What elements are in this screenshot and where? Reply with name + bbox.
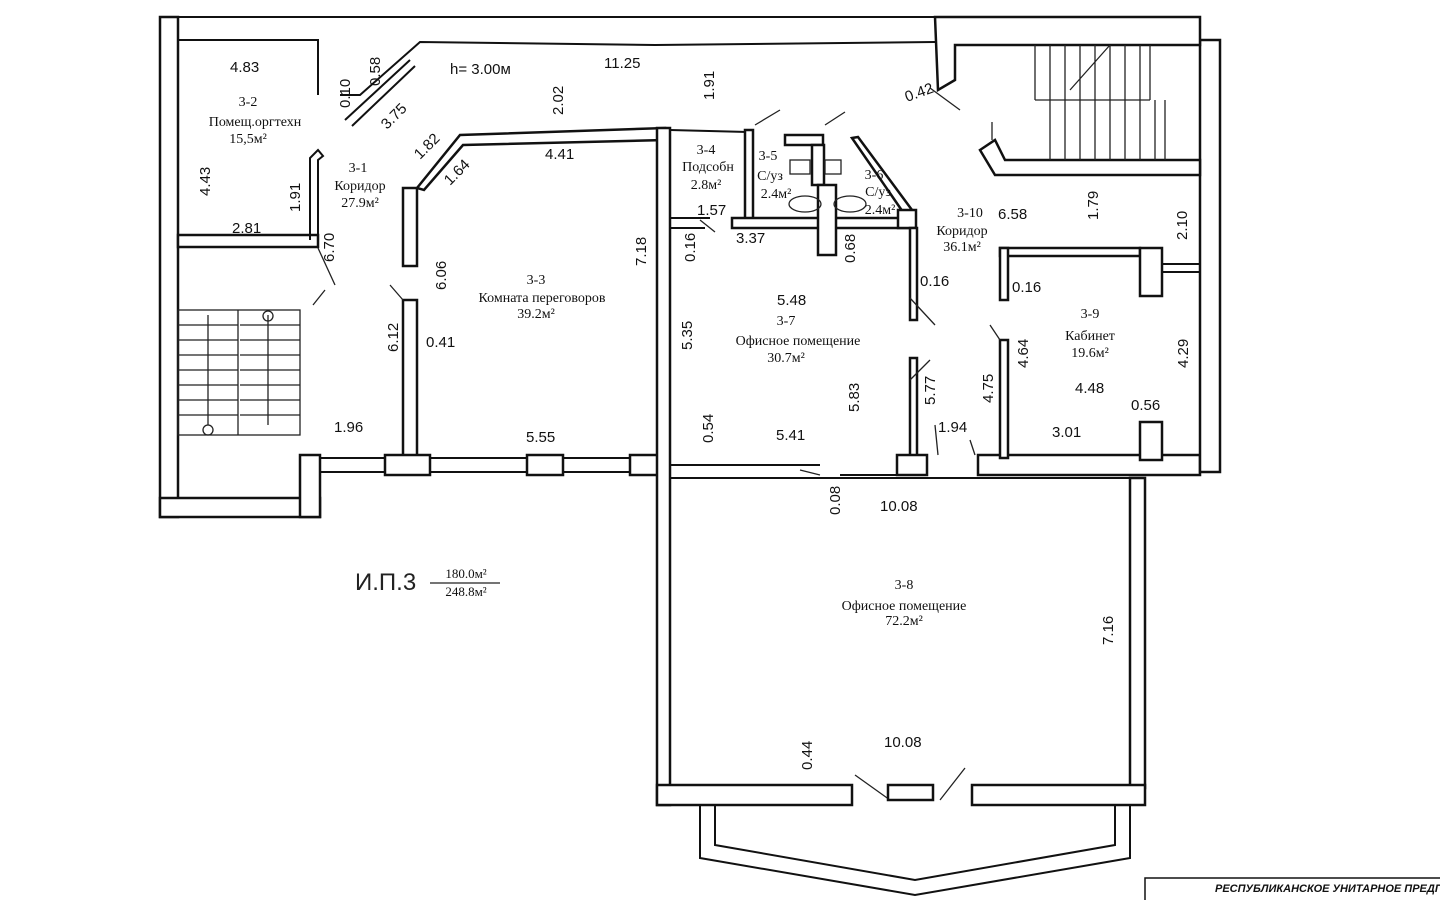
room-label-text: 3-2 — [239, 95, 258, 110]
room-label-text: 72.2м² — [885, 614, 923, 629]
dimension-label: 3.01 — [1052, 424, 1081, 441]
room-label-text: С/уз — [757, 169, 783, 184]
room-label-text: 3-10 — [957, 206, 983, 221]
room-label-text: 3-3 — [527, 273, 546, 288]
room-label-text: 30.7м² — [767, 351, 805, 366]
dimension-label: 0.44 — [799, 741, 816, 770]
room-label-text: 3-4 — [697, 143, 716, 158]
dimension-label: 5.48 — [777, 292, 806, 309]
room-label-text: 2.4м² — [761, 187, 792, 202]
dimension-label: 2.10 — [1174, 211, 1191, 240]
dimension-label: 6.70 — [321, 233, 338, 262]
dimension-label: 0.42 — [903, 80, 936, 106]
room-label-text: Коридор — [936, 224, 987, 239]
room-label-text: 2.8м² — [691, 178, 722, 193]
dimension-label: 1.79 — [1085, 191, 1102, 220]
dimension-label: 5.35 — [679, 321, 696, 350]
dimension-label: 6.58 — [998, 206, 1027, 223]
dimension-label: 1.82 — [411, 130, 444, 163]
dimension-label: 2.02 — [550, 86, 567, 115]
dimension-label: 3.37 — [736, 230, 765, 247]
stair-left — [177, 309, 301, 436]
room-label-text: 2.4м² — [865, 203, 896, 218]
room-label-text: 3-1 — [349, 161, 368, 176]
dimension-label: 1.94 — [938, 419, 967, 436]
dimension-label: 0.08 — [827, 486, 844, 515]
dimension-label: 1.57 — [697, 202, 726, 219]
room-3-6: 3-6С/уз 2.4м² — [865, 168, 896, 218]
walls — [158, 15, 1440, 900]
room-label-text: Офисное помещение — [842, 599, 967, 614]
dimension-label: 5.83 — [846, 383, 863, 412]
dimension-label: 0.41 — [426, 334, 455, 351]
room-label-text: 3-5 — [759, 149, 778, 164]
dimension-label: 7.16 — [1100, 616, 1117, 645]
room-label-text: Офисное помещение — [736, 334, 861, 349]
room-label-text: 27.9м² — [341, 196, 379, 211]
room-3-5: 3-5С/уз 2.4м² — [757, 149, 791, 202]
dimension-label: 0.16 — [682, 233, 699, 262]
room-label-text: 3-7 — [777, 314, 796, 329]
room-label-text: 248.8м² — [445, 584, 486, 599]
dimension-label: 5.55 — [526, 429, 555, 446]
dimension-label: 1.96 — [334, 419, 363, 436]
room-label-text: Подсобн — [682, 160, 734, 175]
room-label-text: Кабинет — [1065, 329, 1115, 344]
dimension-label: 4.43 — [197, 167, 214, 196]
dimension-label: 4.75 — [980, 374, 997, 403]
room-label-text: 36.1м² — [943, 240, 981, 255]
dimension-label: 0.68 — [842, 234, 859, 263]
room-label-text: 19.6м² — [1071, 346, 1109, 361]
dimension-label: 10.08 — [884, 734, 922, 751]
room-label-text: 3-6 — [865, 168, 884, 183]
dimension-label: h= 3.00м — [450, 61, 511, 78]
room-label-text: Коридор — [334, 179, 385, 194]
room-label-text: Помещ.оргтехн — [209, 115, 302, 130]
room-label-text: 3-8 — [895, 578, 914, 593]
dimensions: 4.83 0.10 0.58 3.75 11.25 2.02 1.91 0.42… — [197, 55, 1192, 770]
dimension-label: 5.41 — [776, 427, 805, 444]
room-label-text: 39.2м² — [517, 307, 555, 322]
room-label-text: Комната переговоров — [478, 291, 605, 306]
dimension-label: 3.75 — [378, 100, 411, 133]
dimension-label: 7.18 — [633, 237, 650, 266]
area-summary: И.П.3 180.0м² 248.8м² — [355, 566, 487, 599]
dimension-label: 4.29 — [1175, 339, 1192, 368]
dimension-label: 6.06 — [433, 261, 450, 290]
svg-text:И.П.3: И.П.3 — [355, 569, 416, 596]
dimension-label: 1.91 — [287, 183, 304, 212]
dimension-label: 4.48 — [1075, 380, 1104, 397]
dimension-label: 4.64 — [1015, 339, 1032, 368]
room-label-text: 3-9 — [1081, 307, 1100, 322]
dimension-label: 0.54 — [700, 414, 717, 443]
dimension-label: 11.25 — [604, 55, 640, 72]
dimension-label: 10.08 — [880, 498, 918, 515]
dimension-label: 4.41 — [545, 146, 574, 163]
dimension-label: 2.81 — [232, 220, 261, 237]
room-label-text: С/уз — [865, 185, 891, 200]
room-label-text: 15,5м² — [229, 132, 267, 147]
dimension-label: 0.56 — [1131, 397, 1160, 414]
dimension-label: 6.12 — [385, 323, 402, 352]
dimension-label: 5.77 — [922, 376, 939, 405]
dimension-label: 0.58 — [367, 57, 384, 86]
organization-stamp: РЕСПУБЛИКАНСКОЕ УНИТАРНОЕ ПРЕДПР — [1215, 883, 1440, 895]
dimension-label: 0.16 — [920, 273, 949, 290]
dimension-label: 0.16 — [1012, 279, 1041, 296]
dimension-label: 0.10 — [337, 79, 354, 108]
stair-right — [1034, 44, 1166, 160]
room-label-text: 180.0м² — [445, 566, 486, 581]
dimension-label: 1.91 — [701, 71, 718, 100]
dimension-label: 4.83 — [230, 59, 259, 76]
